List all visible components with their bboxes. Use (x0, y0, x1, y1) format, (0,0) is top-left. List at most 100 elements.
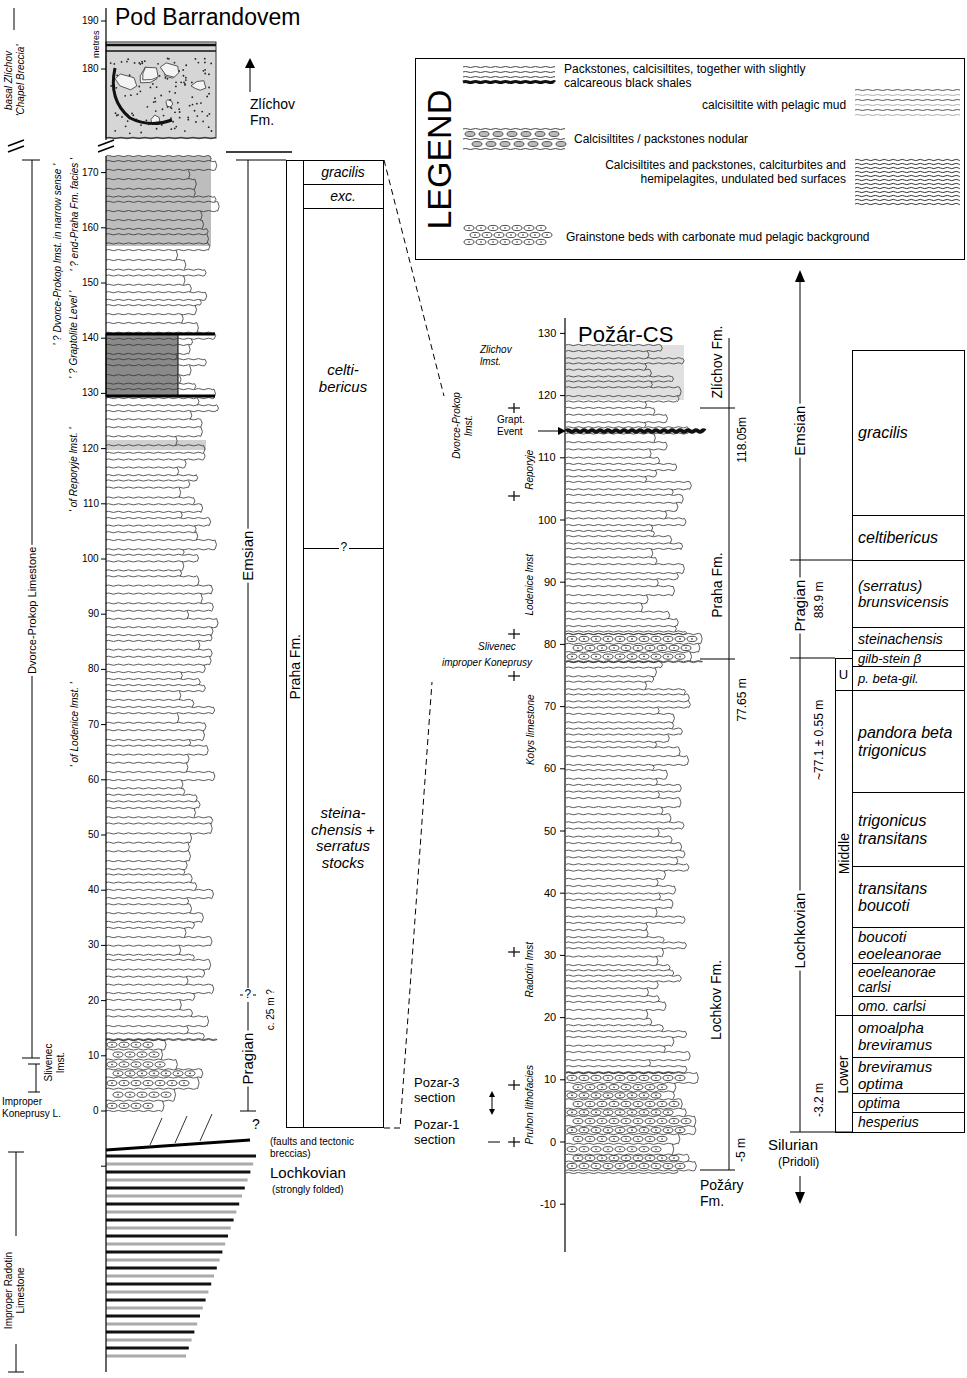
axis-tick (101, 669, 106, 670)
bed-surface (566, 457, 658, 458)
fault-line (106, 1140, 250, 1150)
bed-surface (566, 965, 669, 966)
legend-sample (855, 105, 960, 106)
bed-edge (652, 676, 654, 681)
breccia-dot (184, 130, 186, 132)
bed-edge (666, 770, 668, 779)
grain-symbol (111, 1044, 113, 1046)
grain-symbol (591, 1163, 601, 1168)
axis-break (8, 140, 24, 146)
breccia-dot (175, 81, 177, 83)
grain-symbol (631, 656, 633, 658)
grain-symbol (633, 645, 643, 650)
bed-surface (566, 667, 661, 668)
breccia-body (106, 42, 216, 138)
bed-surface (106, 833, 211, 834)
grain-symbol (512, 225, 522, 230)
bed-edge (683, 564, 685, 573)
grain-symbol (657, 1119, 667, 1124)
axis-tick (560, 831, 565, 832)
bed-edge (211, 650, 213, 657)
zone-box: hesperius (852, 1112, 965, 1133)
formation-line (700, 1170, 735, 1171)
bed-surface (106, 359, 205, 360)
grain-symbol (111, 1064, 113, 1066)
bed-surface (566, 1082, 697, 1083)
bed-surface (566, 814, 670, 815)
grain-symbol (609, 1156, 619, 1161)
bed-edge (202, 913, 204, 922)
breccia-dot (136, 93, 138, 95)
bed-edge (187, 611, 189, 619)
bed-surface (106, 593, 211, 594)
legend-sample (855, 110, 960, 111)
bed-edge (671, 837, 673, 844)
annotation-label: 120 (82, 443, 99, 455)
legend-text: Calcisiltites and packstones, calciturbi… (566, 159, 846, 187)
bed-edge (195, 305, 197, 314)
annotation-label: Pozar-3 section (414, 1076, 476, 1106)
grain-symbol (603, 654, 613, 659)
bed-edge (646, 923, 648, 930)
bed-edge (194, 384, 196, 390)
bed-edge (213, 772, 215, 780)
breccia-dot (131, 113, 133, 115)
bed-edge (201, 1069, 203, 1077)
grain-symbol (613, 1086, 615, 1088)
bed-surface (106, 375, 190, 376)
bed-edge (678, 396, 680, 401)
grain-symbol (631, 1077, 633, 1079)
bed-surface (106, 344, 191, 345)
grain-symbol (661, 647, 663, 649)
grain-symbol (597, 645, 607, 650)
grain-symbol (131, 1103, 141, 1108)
bed-edge (215, 540, 217, 549)
bed-edge (195, 179, 197, 189)
grain-symbol (583, 1112, 585, 1114)
grain-symbol (129, 1054, 131, 1056)
grain-symbol (107, 1062, 117, 1067)
breccia-dot (197, 62, 199, 64)
bed-edge (657, 579, 659, 586)
annotation-label: Lodenice lmst (524, 554, 536, 616)
grain-symbol (631, 1129, 633, 1131)
grain-symbol (129, 1073, 131, 1075)
grain-symbol (615, 1163, 625, 1168)
grain-symbol (667, 1112, 669, 1114)
bed-edge (182, 314, 184, 323)
grain-symbol (567, 1128, 577, 1133)
axis-tick (101, 503, 106, 504)
grain-symbol (595, 1077, 597, 1079)
bed-surface (566, 899, 672, 900)
bed-surface (106, 411, 217, 412)
grain-symbol (135, 1082, 137, 1084)
grain-symbol (613, 647, 615, 649)
annotation-label: Pod Barrandovem (115, 4, 300, 30)
annotation-label: 50 (544, 825, 556, 838)
bed-edge (187, 977, 189, 985)
grain-symbol (119, 1081, 129, 1086)
stage-line (790, 560, 852, 561)
axis-tick (560, 395, 565, 396)
bed-edge (676, 503, 678, 511)
bed-surface (566, 747, 679, 748)
bed-edge (217, 619, 219, 627)
breccia-dot (138, 62, 140, 64)
breccia-dot (110, 85, 112, 87)
bed-surface (106, 243, 208, 244)
bracket-line (16, 1152, 17, 1236)
lochkovian-bed (106, 1339, 192, 1342)
grain-symbol (619, 656, 621, 658)
bed-edge (650, 1019, 652, 1025)
grain-symbol (137, 1052, 147, 1057)
node-text: trigonicus transitans (858, 812, 962, 847)
grain-symbol (135, 1044, 137, 1046)
annotation-label: ' ? Dvorce-Prokop lmst. in narrow sense … (52, 164, 64, 346)
bed-edge (646, 1010, 648, 1019)
bed-surface (566, 463, 675, 464)
bed-surface (106, 292, 205, 293)
grain-symbol (607, 1129, 609, 1131)
breccia-dot (206, 96, 208, 98)
node-text: LEGEND (421, 89, 458, 229)
bed-surface (106, 656, 211, 657)
